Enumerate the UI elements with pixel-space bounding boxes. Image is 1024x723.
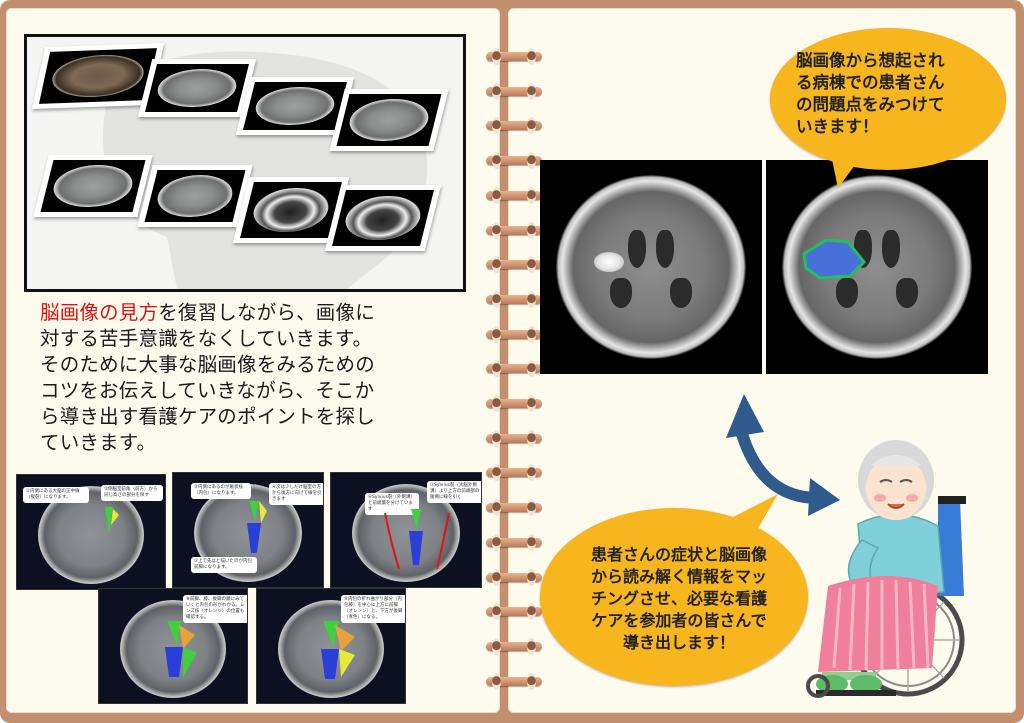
notebook-ring-icon	[486, 464, 542, 482]
ct-slice-card	[137, 59, 257, 117]
notebook-ring-icon	[486, 186, 542, 204]
slide-note: ④次は少しだけ脳室の方から後方に向けて線を引きます	[269, 483, 323, 505]
notebook-ring-icon	[486, 82, 542, 100]
intro-highlight: 脳画像の見方	[40, 301, 159, 324]
bubble-line: ケアを参加者の皆さんで	[591, 611, 767, 630]
intro-line: そのために大事な脳画像をみるための	[40, 353, 375, 376]
slide-note: ②側脳室前角（前方）から同じ高さの部分を探す	[101, 485, 163, 501]
intro-line: ていきます。	[40, 431, 157, 454]
lesion-outline	[802, 238, 867, 280]
double-arrow-icon	[726, 394, 840, 516]
elderly-patient-wheelchair-illustration	[806, 440, 966, 698]
bubble-tail	[830, 150, 866, 188]
notebook-ring-icon	[486, 395, 542, 412]
notebook-ring-icon	[486, 603, 542, 621]
bubble-line: いきます！	[796, 117, 879, 136]
ct-scan-annotated	[766, 160, 988, 374]
intro-line: 対する苦手意識をなくしていきます。	[40, 327, 373, 350]
notebook-ring-icon	[486, 672, 542, 690]
notebook-ring-icon	[486, 290, 542, 308]
tutorial-slide-5: ⑨内包の折れ曲がり部分（内包膝）を中心に上方に前脚（オレンジ）と、下方が後脚（青…	[256, 588, 406, 704]
notebook-ring-icon	[486, 637, 542, 655]
notebook-ring-icon	[486, 568, 542, 586]
bubble-line: 導き出します！	[622, 633, 735, 652]
ct-slice-card	[33, 155, 153, 217]
notebook-ring-icon	[486, 429, 542, 447]
notebook-ring-icon	[486, 256, 542, 274]
notebook-ring-icon	[486, 360, 542, 378]
tutorial-slide-1: ①内側にある大脳の正中線（縦裂）になります。 ②側脳室前角（前方）から同じ高さの…	[16, 474, 166, 590]
tutorial-slide-3: ⑥Sylvius裂（外側溝）と前頭葉を分けています ⑦Sylvius裂（大脳外側…	[330, 472, 482, 588]
ct-slice-card	[324, 185, 442, 251]
intro-paragraph: 脳画像の見方を復習しながら、画像に 対する苦手意識をなくしていきます。 そのため…	[40, 300, 450, 456]
hemorrhage-lesion	[594, 252, 624, 272]
tutorial-slide-4: ⑧前脚、膝、後脚の順にみていくと内包の形がわかる。レンズ核（オレンジ）の位置も確…	[98, 588, 248, 704]
notebook-ring-icon	[486, 48, 542, 65]
bubble-line: 患者さんの症状と脳画像	[590, 545, 767, 564]
intro-line: を復習しながら、画像に	[158, 301, 375, 324]
slide-note: ⑦Sylvius裂（大脳外側溝）より上方の前頭部の尾側に線を引く	[427, 481, 481, 503]
bubble-bottom-text: 患者さんの症状と脳画像 から読み解く情報をマッ チングさせ、必要な看護 ケアを参…	[560, 544, 798, 654]
bubble-line: の問題点をみつけて	[796, 95, 945, 114]
intro-line: ら導き出す看護ケアのポイントを探し	[40, 405, 375, 428]
ct-scan-hemorrhage	[540, 160, 762, 374]
notebook-ring-icon	[486, 221, 542, 239]
slide-note: ③内側にあるのが尾状核（内包）になります。	[191, 483, 251, 499]
ct-slice-card	[329, 89, 449, 151]
slide-note: ⑨内包の折れ曲がり部分（内包膝）を中心に上方に前脚（オレンジ）と、下方が後脚（青…	[341, 595, 405, 623]
notebook-ring-icon	[486, 117, 542, 135]
bubble-tail	[700, 494, 778, 542]
bubble-line: チングさせ、必要な看護	[590, 589, 767, 608]
bubble-top-text: 脳画像から想起され る病棟での患者さん の問題点をみつけて いきます！	[796, 50, 996, 138]
intro-line: コツをお伝えしていきながら、そこか	[40, 379, 375, 402]
speech-bubble-bottom	[540, 508, 808, 686]
speech-bubble-top	[770, 28, 1006, 170]
notebook-ring-icon	[486, 499, 542, 517]
notebook-ring-icon	[486, 152, 542, 170]
bubble-line: る病棟での患者さん	[796, 73, 945, 92]
notebook-ring-icon	[486, 533, 542, 551]
bubble-line: から読み解く情報をマッ	[590, 567, 767, 586]
slide-note: ①内側にある大脳の正中線（縦裂）になります。	[23, 487, 89, 503]
notebook-ring-icon	[486, 325, 542, 343]
tutorial-slide-2: ③内側にあるのが尾状核（内包）になります。 ④次は少しだけ脳室の方から後方に向け…	[172, 472, 324, 588]
slide-note: ⑤上で先ほど描いたのが内包前脚になります。	[191, 557, 257, 573]
bubble-line: 脳画像から想起され	[796, 51, 945, 70]
ct-slice-card	[137, 165, 253, 227]
brain-slice-collage	[24, 34, 466, 292]
slide-note: ⑧前脚、膝、後脚の順にみていくと内包の形がわかる。レンズ核（オレンジ）の位置も確…	[183, 595, 247, 623]
slide-note: ⑥Sylvius裂（外側溝）と前頭葉を分けています	[365, 493, 419, 515]
